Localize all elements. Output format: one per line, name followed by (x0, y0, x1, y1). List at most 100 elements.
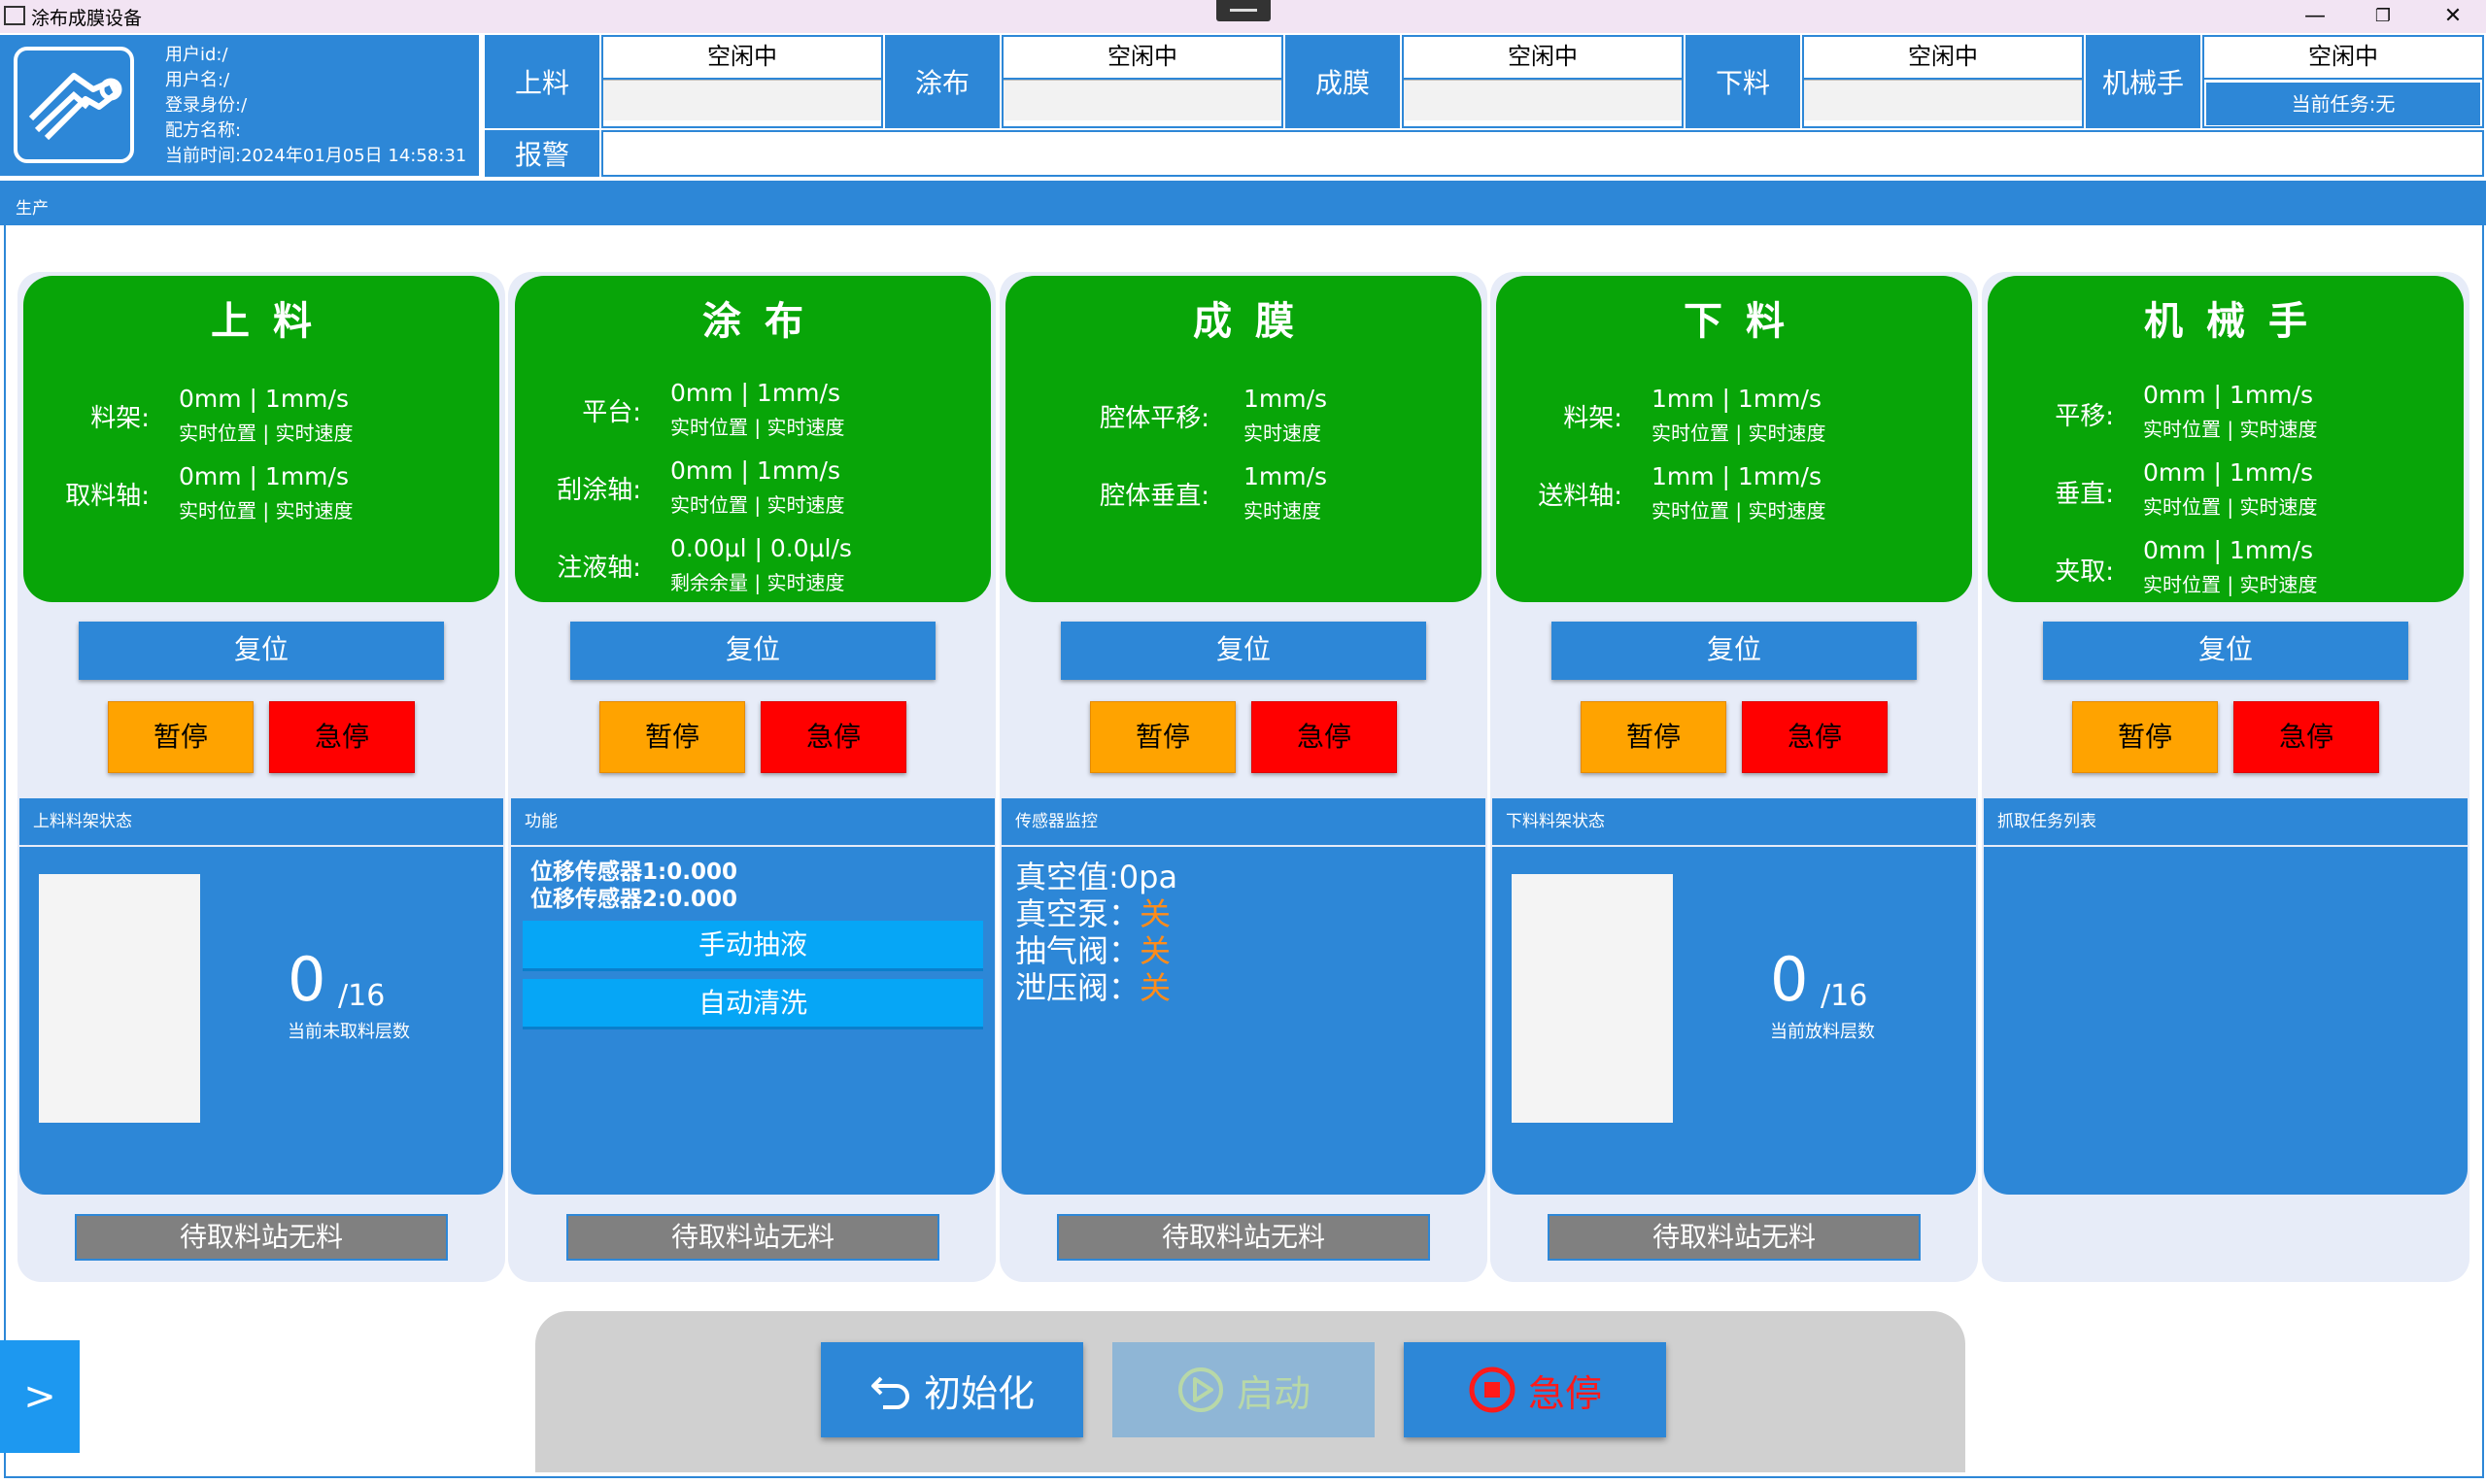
axis-label: 取料轴: (65, 482, 150, 511)
station-status-film: 空闲中 (1404, 37, 1682, 80)
company-logo-icon (14, 47, 134, 163)
rack-count-caption: 当前放料层数 (1770, 1022, 1875, 1042)
emergency-stop-button[interactable]: 急停 (761, 701, 906, 773)
axis-value: 0mm | 1mm/s (2143, 381, 2313, 409)
station-empty-button[interactable]: 待取料站无料 (1548, 1214, 1921, 1261)
window-titlebar: 涂布成膜设备 — ❐ ✕ (0, 0, 2486, 33)
axis-value: 0mm | 1mm/s (670, 379, 840, 407)
reset-button[interactable]: 复位 (570, 622, 936, 680)
pause-button[interactable]: 暂停 (108, 701, 254, 773)
sensor-monitor-panel: 真空值:0pa 真空泵：关 抽气阀：关 泄压阀：关 (1002, 847, 1485, 1195)
drag-handle[interactable] (1216, 0, 1271, 21)
axis-value: 0mm | 1mm/s (179, 385, 349, 413)
sensor-state: 关 (1140, 895, 1172, 932)
axis-caption: 实时位置 | 实时速度 (1652, 422, 1826, 445)
sensor-row-vacuum-pump: 真空泵：关 (1015, 895, 1171, 932)
user-info-panel: 用户id:/ 用户名:/ 登录身份:/ 配方名称: 当前时间:2024年01月0… (0, 35, 479, 176)
axis-label: 刮涂轴: (557, 476, 641, 505)
module-title: 下料 (1684, 299, 1808, 344)
restore-button[interactable]: ❐ (2374, 6, 2392, 26)
sensor-state: 关 (1140, 932, 1172, 969)
play-circle-icon (1177, 1367, 1223, 1412)
axis-label: 腔体垂直: (1100, 482, 1209, 511)
rack-total: /16 (1821, 979, 1868, 1013)
start-label: 启动 (1236, 1371, 1311, 1415)
auto-clean-button[interactable]: 自动清洗 (523, 979, 983, 1029)
axis-label: 注液轴: (557, 554, 641, 583)
emergency-stop-button[interactable]: 急停 (269, 701, 415, 773)
manual-pump-button[interactable]: 手动抽液 (523, 921, 983, 971)
emergency-stop-button[interactable]: 急停 (1251, 701, 1397, 773)
emergency-stop-button[interactable]: 急停 (1742, 701, 1888, 773)
panel-header: 抓取任务列表 (1984, 798, 2468, 845)
station-empty-button[interactable]: 待取料站无料 (1057, 1214, 1430, 1261)
station-status-film-box: 空闲中 (1402, 35, 1684, 128)
undo-icon (870, 1376, 909, 1409)
axis-caption: 实时位置 | 实时速度 (179, 499, 354, 523)
close-button[interactable]: ✕ (2443, 4, 2463, 28)
start-button[interactable]: 启动 (1112, 1342, 1375, 1437)
reset-button[interactable]: 复位 (79, 622, 444, 680)
axis-label: 平台: (582, 398, 641, 427)
grab-task-list[interactable] (1984, 847, 2468, 1195)
coating-function-panel: 位移传感器1:0.000 位移传感器2:0.000 手动抽液 自动清洗 (511, 847, 995, 1195)
panel-header: 下料料架状态 (1492, 798, 1976, 845)
axis-value: 1mm/s (1243, 462, 1328, 490)
alarm-message-field (601, 130, 2484, 177)
unloading-rack-panel: 0 /16 当前放料层数 (1492, 847, 1976, 1195)
side-panel-toggle-button[interactable]: > (0, 1340, 80, 1453)
sensor-label: 抽气阀： (1015, 932, 1141, 969)
axis-label: 送料轴: (1538, 482, 1622, 511)
station-status-unloading-box: 空闲中 (1802, 35, 2084, 128)
station-status-film-detail (1404, 80, 1682, 120)
axis-label: 夹取: (2055, 557, 2114, 587)
global-emergency-stop-button[interactable]: 急停 (1404, 1342, 1666, 1437)
pause-button[interactable]: 暂停 (1581, 701, 1726, 773)
axis-caption: 实时位置 | 实时速度 (2143, 418, 2318, 441)
module-title: 机械手 (2144, 299, 2331, 344)
module-card-loading: 上料 料架: 0mm | 1mm/s 实时位置 | 实时速度 取料轴: 0mm … (23, 276, 499, 602)
vacuum-value: 真空值:0pa (1015, 859, 1178, 895)
tab-production[interactable]: 生产 (16, 199, 49, 219)
reset-button[interactable]: 复位 (1551, 622, 1917, 680)
axis-value: 0.00μl | 0.0μl/s (670, 534, 852, 562)
rack-slot-image (1512, 874, 1673, 1123)
rack-slot-image (39, 874, 200, 1123)
station-status-unloading: 空闲中 (1804, 37, 2082, 80)
initialize-button[interactable]: 初始化 (821, 1342, 1083, 1437)
station-status-loading-detail (603, 80, 881, 120)
pause-button[interactable]: 暂停 (1090, 701, 1236, 773)
axis-value: 0mm | 1mm/s (2143, 536, 2313, 564)
axis-label: 料架: (1563, 404, 1622, 433)
pause-button[interactable]: 暂停 (2072, 701, 2218, 773)
section-tab-bar: 生产 (0, 181, 2486, 225)
panel-header: 上料料架状态 (19, 798, 503, 845)
axis-label: 平移: (2055, 402, 2114, 431)
window-title: 涂布成膜设备 (31, 8, 143, 29)
station-empty-button[interactable]: 待取料站无料 (566, 1214, 939, 1261)
login-role: 登录身份:/ (165, 95, 248, 116)
station-empty-button[interactable]: 待取料站无料 (75, 1214, 448, 1261)
rack-count-caption: 当前未取料层数 (288, 1022, 410, 1042)
sensor-label: 泄压阀： (1015, 969, 1141, 1006)
module-card-coating: 涂布 平台: 0mm | 1mm/s 实时位置 | 实时速度 刮涂轴: 0mm … (515, 276, 991, 602)
reset-button[interactable]: 复位 (1061, 622, 1426, 680)
reset-button[interactable]: 复位 (2043, 622, 2408, 680)
station-label-loading: 上料 (485, 35, 599, 128)
axis-label: 腔体平移: (1100, 404, 1209, 433)
axis-caption: 实时位置 | 实时速度 (1652, 499, 1826, 523)
axis-caption: 实时位置 | 实时速度 (670, 493, 845, 517)
axis-value: 1mm | 1mm/s (1652, 462, 1822, 490)
axis-caption: 实时位置 | 实时速度 (670, 416, 845, 439)
rack-count: 0 (288, 944, 326, 1015)
panel-header: 功能 (511, 798, 995, 845)
displacement-sensor-1: 位移传感器1:0.000 (530, 860, 737, 885)
station-label-coating: 涂布 (885, 35, 1000, 128)
axis-caption: 实时位置 | 实时速度 (179, 422, 354, 445)
stop-circle-icon (1469, 1366, 1515, 1413)
axis-value: 0mm | 1mm/s (179, 462, 349, 490)
emergency-stop-button[interactable]: 急停 (2233, 701, 2379, 773)
minimize-button[interactable]: — (2304, 4, 2326, 28)
pause-button[interactable]: 暂停 (599, 701, 745, 773)
rack-count: 0 (1770, 944, 1809, 1015)
